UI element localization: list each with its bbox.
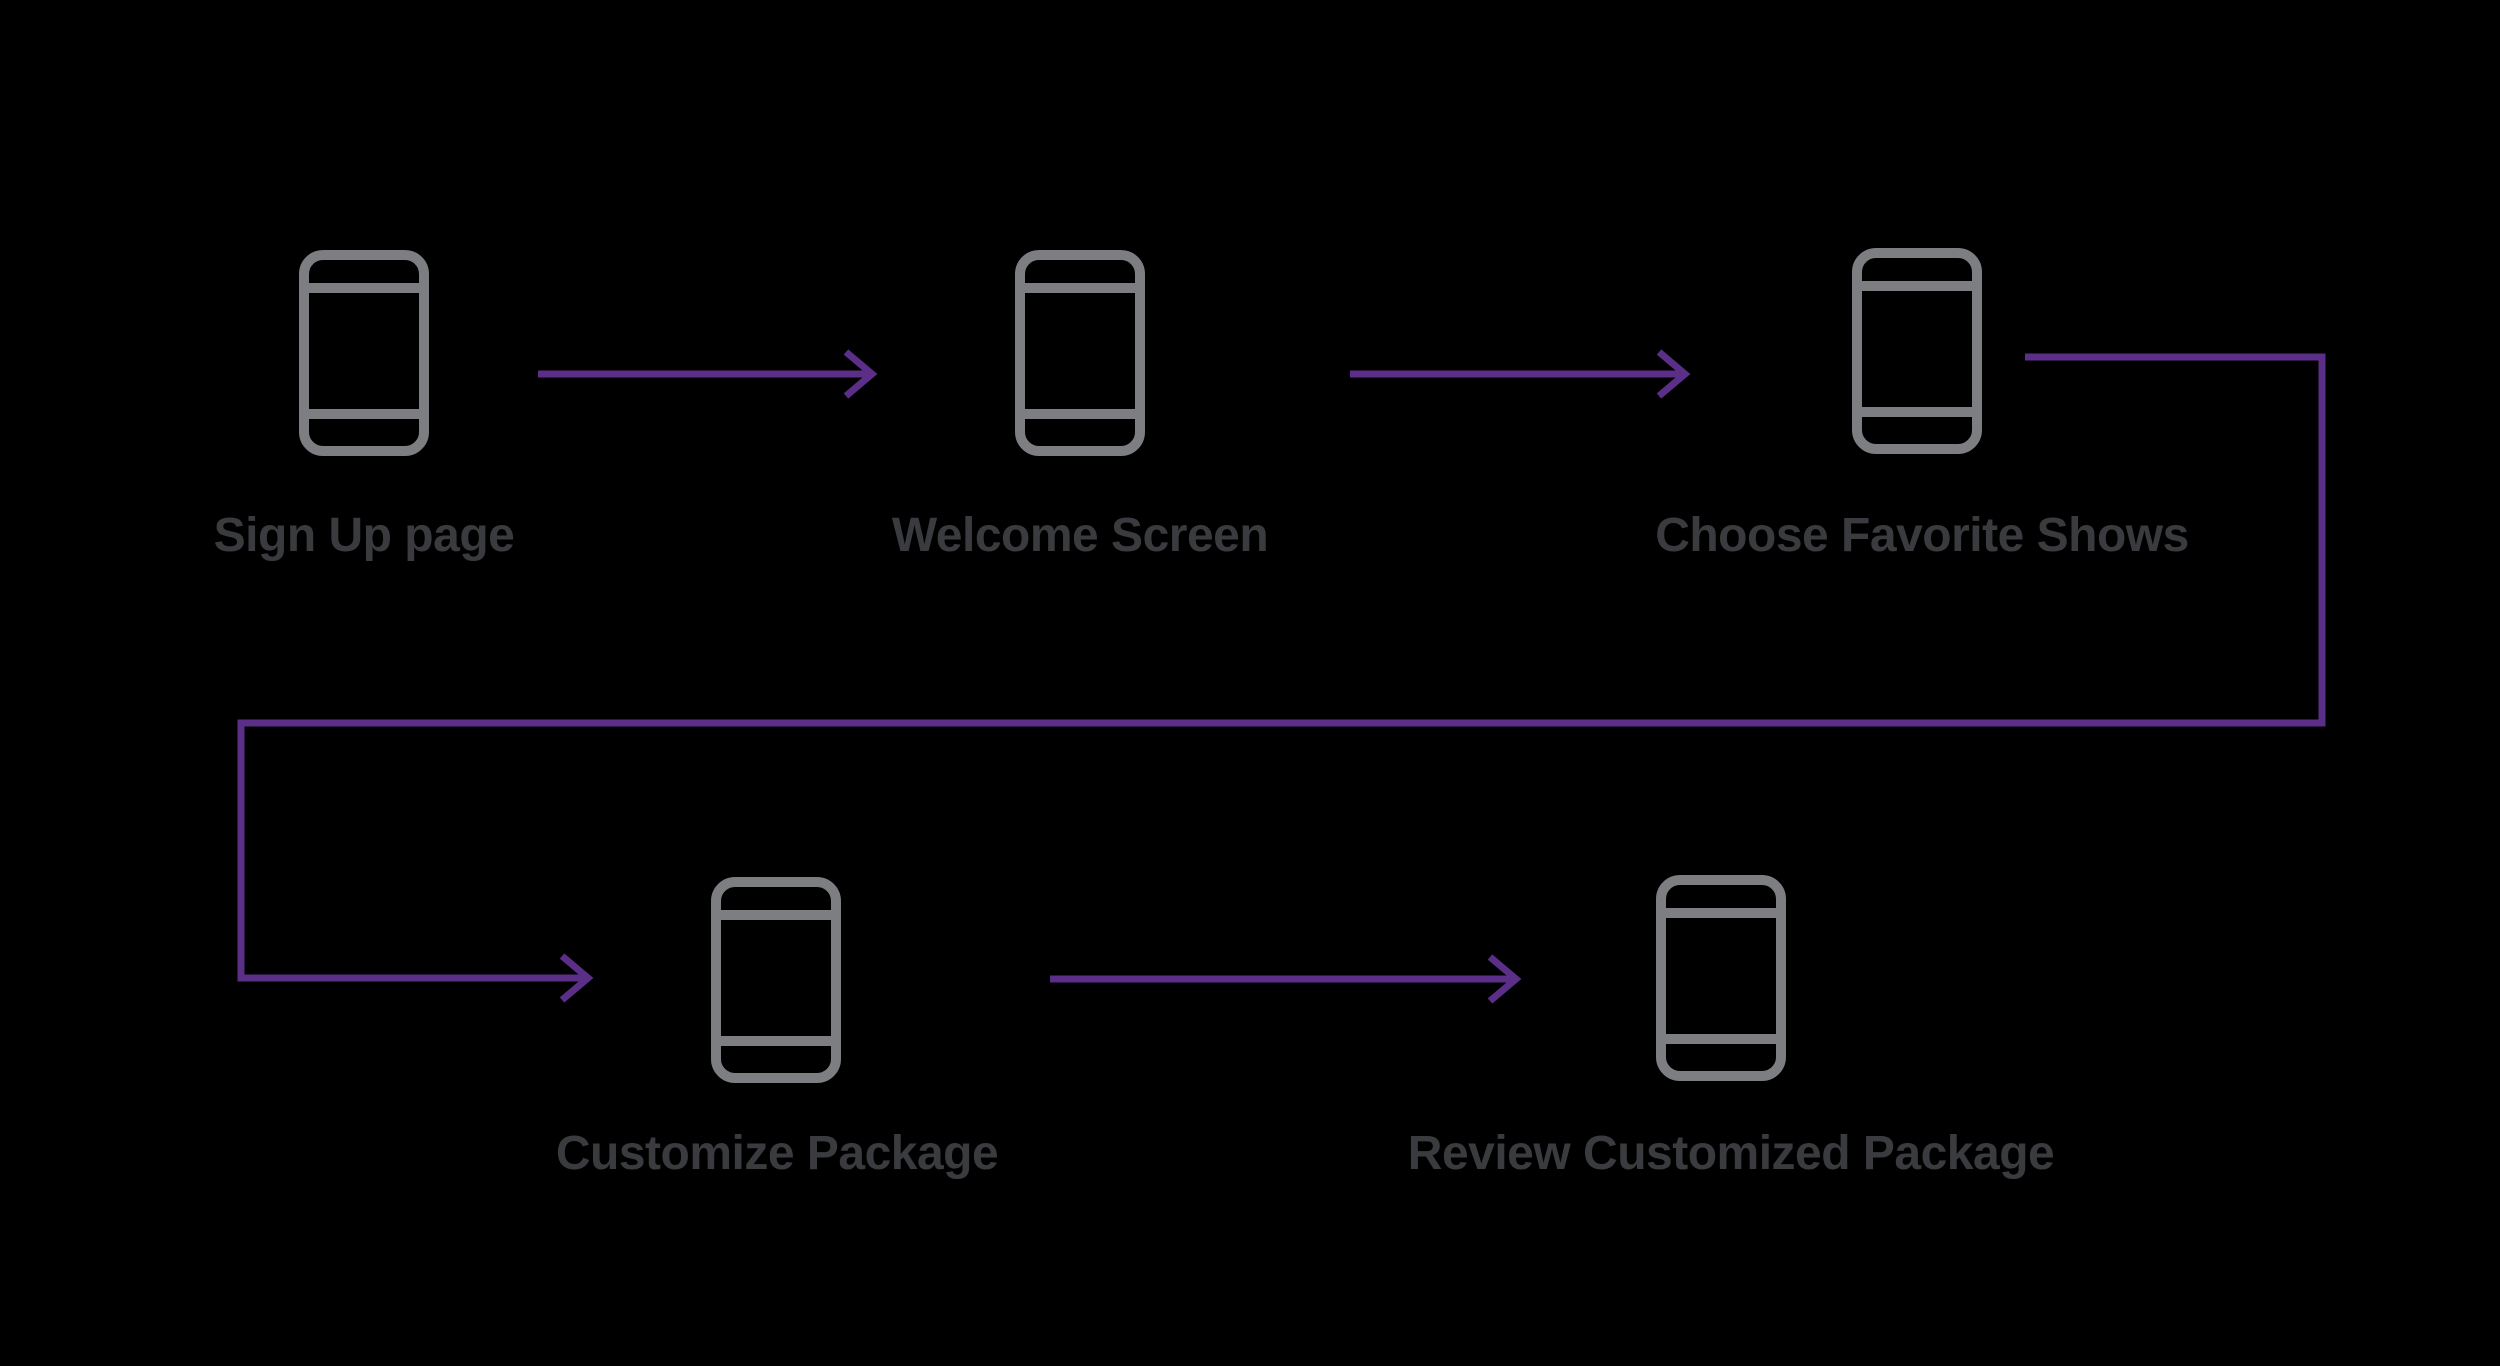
phone-bottom-bar: [309, 409, 419, 419]
smartphone-icon: [1015, 250, 1145, 456]
node-label-review: Review Customized Package: [1407, 1127, 2055, 1180]
smartphone-icon: [1852, 248, 1982, 454]
arrowhead-icon: [843, 349, 878, 399]
node-label-welcome: Welcome Screen: [891, 509, 1269, 562]
node-label-customize: Customize Package: [555, 1127, 999, 1180]
edge-welcome-to-shows: [1350, 349, 1691, 399]
arrowhead-icon: [559, 953, 594, 1003]
edge-customize-to-review: [1050, 954, 1522, 1004]
phone-bottom-bar: [721, 1036, 831, 1046]
smartphone-icon: [711, 877, 841, 1083]
phone-top-bar: [1666, 908, 1776, 918]
phone-bottom-bar: [1666, 1034, 1776, 1044]
smartphone-icon: [299, 250, 429, 456]
phone-bottom-bar: [1862, 407, 1972, 417]
phone-top-bar: [721, 910, 831, 920]
node-label-shows: Choose Favorite Shows: [1655, 509, 2189, 562]
phone-top-bar: [1862, 281, 1972, 291]
edge-signup-to-welcome: [538, 349, 878, 399]
phone-bottom-bar: [1025, 409, 1135, 419]
node-label-signup: Sign Up page: [213, 509, 515, 562]
smartphone-icon: [1656, 875, 1786, 1081]
edge-shows-to-customize: [237, 353, 2326, 1003]
phone-top-bar: [309, 283, 419, 293]
arrowhead-icon: [1656, 349, 1691, 399]
arrowhead-icon: [1487, 954, 1522, 1004]
phone-top-bar: [1025, 283, 1135, 293]
